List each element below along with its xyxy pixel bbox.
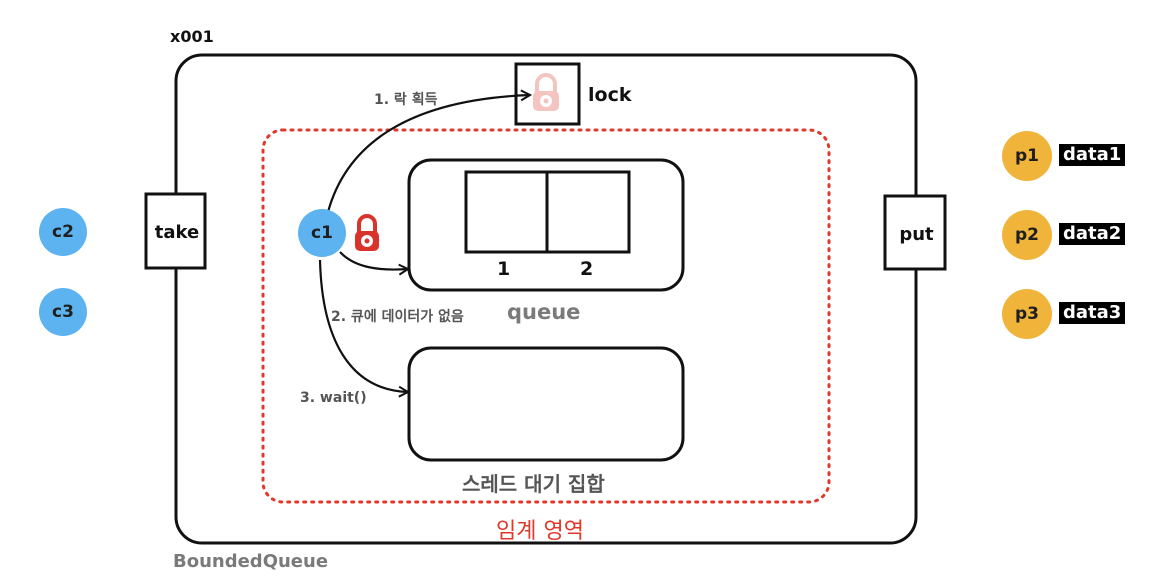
- queue-slot-2: [545, 170, 631, 254]
- critical-section-label: 임계 영역: [496, 519, 584, 544]
- take-method-label: take: [154, 222, 200, 243]
- queue-slot-1-label: 1: [497, 258, 511, 280]
- wait-set-box: [407, 346, 685, 462]
- queue-label: queue: [507, 300, 581, 324]
- arrow-acquire-lock: [326, 95, 530, 213]
- class-name-label: BoundedQueue: [173, 551, 329, 572]
- lock-label: lock: [588, 84, 632, 106]
- consumer-c2: c2: [39, 208, 87, 256]
- producer-p2-data: data2: [1059, 223, 1126, 245]
- consumer-c1: c1: [298, 209, 346, 257]
- object-id-label: x001: [170, 27, 214, 46]
- bounded-queue-box: [174, 53, 918, 545]
- critical-section-region: [261, 128, 831, 504]
- put-box[interactable]: [883, 194, 947, 271]
- take-box[interactable]: [144, 192, 207, 270]
- step1-label: 1. 락 획득: [374, 92, 438, 108]
- arrow-wait: [318, 259, 408, 392]
- producer-p1: p1: [1002, 131, 1052, 181]
- queue-slot-2-label: 2: [580, 258, 594, 280]
- held-lock-icon: [355, 214, 379, 251]
- producer-p2: p2: [1002, 210, 1052, 260]
- producer-p3-data: data3: [1059, 302, 1126, 324]
- producer-p1-data: data1: [1059, 144, 1126, 166]
- put-method-label: put: [899, 223, 934, 245]
- lock-icon: [533, 73, 559, 111]
- step2-label: 2. 큐에 데이터가 없음: [331, 309, 464, 325]
- wait-set-label: 스레드 대기 집합: [462, 472, 605, 496]
- queue-box: [407, 158, 685, 292]
- queue-slot-1: [464, 170, 549, 254]
- arrow-check-queue: [339, 251, 408, 270]
- producer-p3: p3: [1002, 289, 1052, 339]
- step3-label: 3. wait(): [300, 390, 367, 406]
- consumer-c3: c3: [39, 288, 87, 336]
